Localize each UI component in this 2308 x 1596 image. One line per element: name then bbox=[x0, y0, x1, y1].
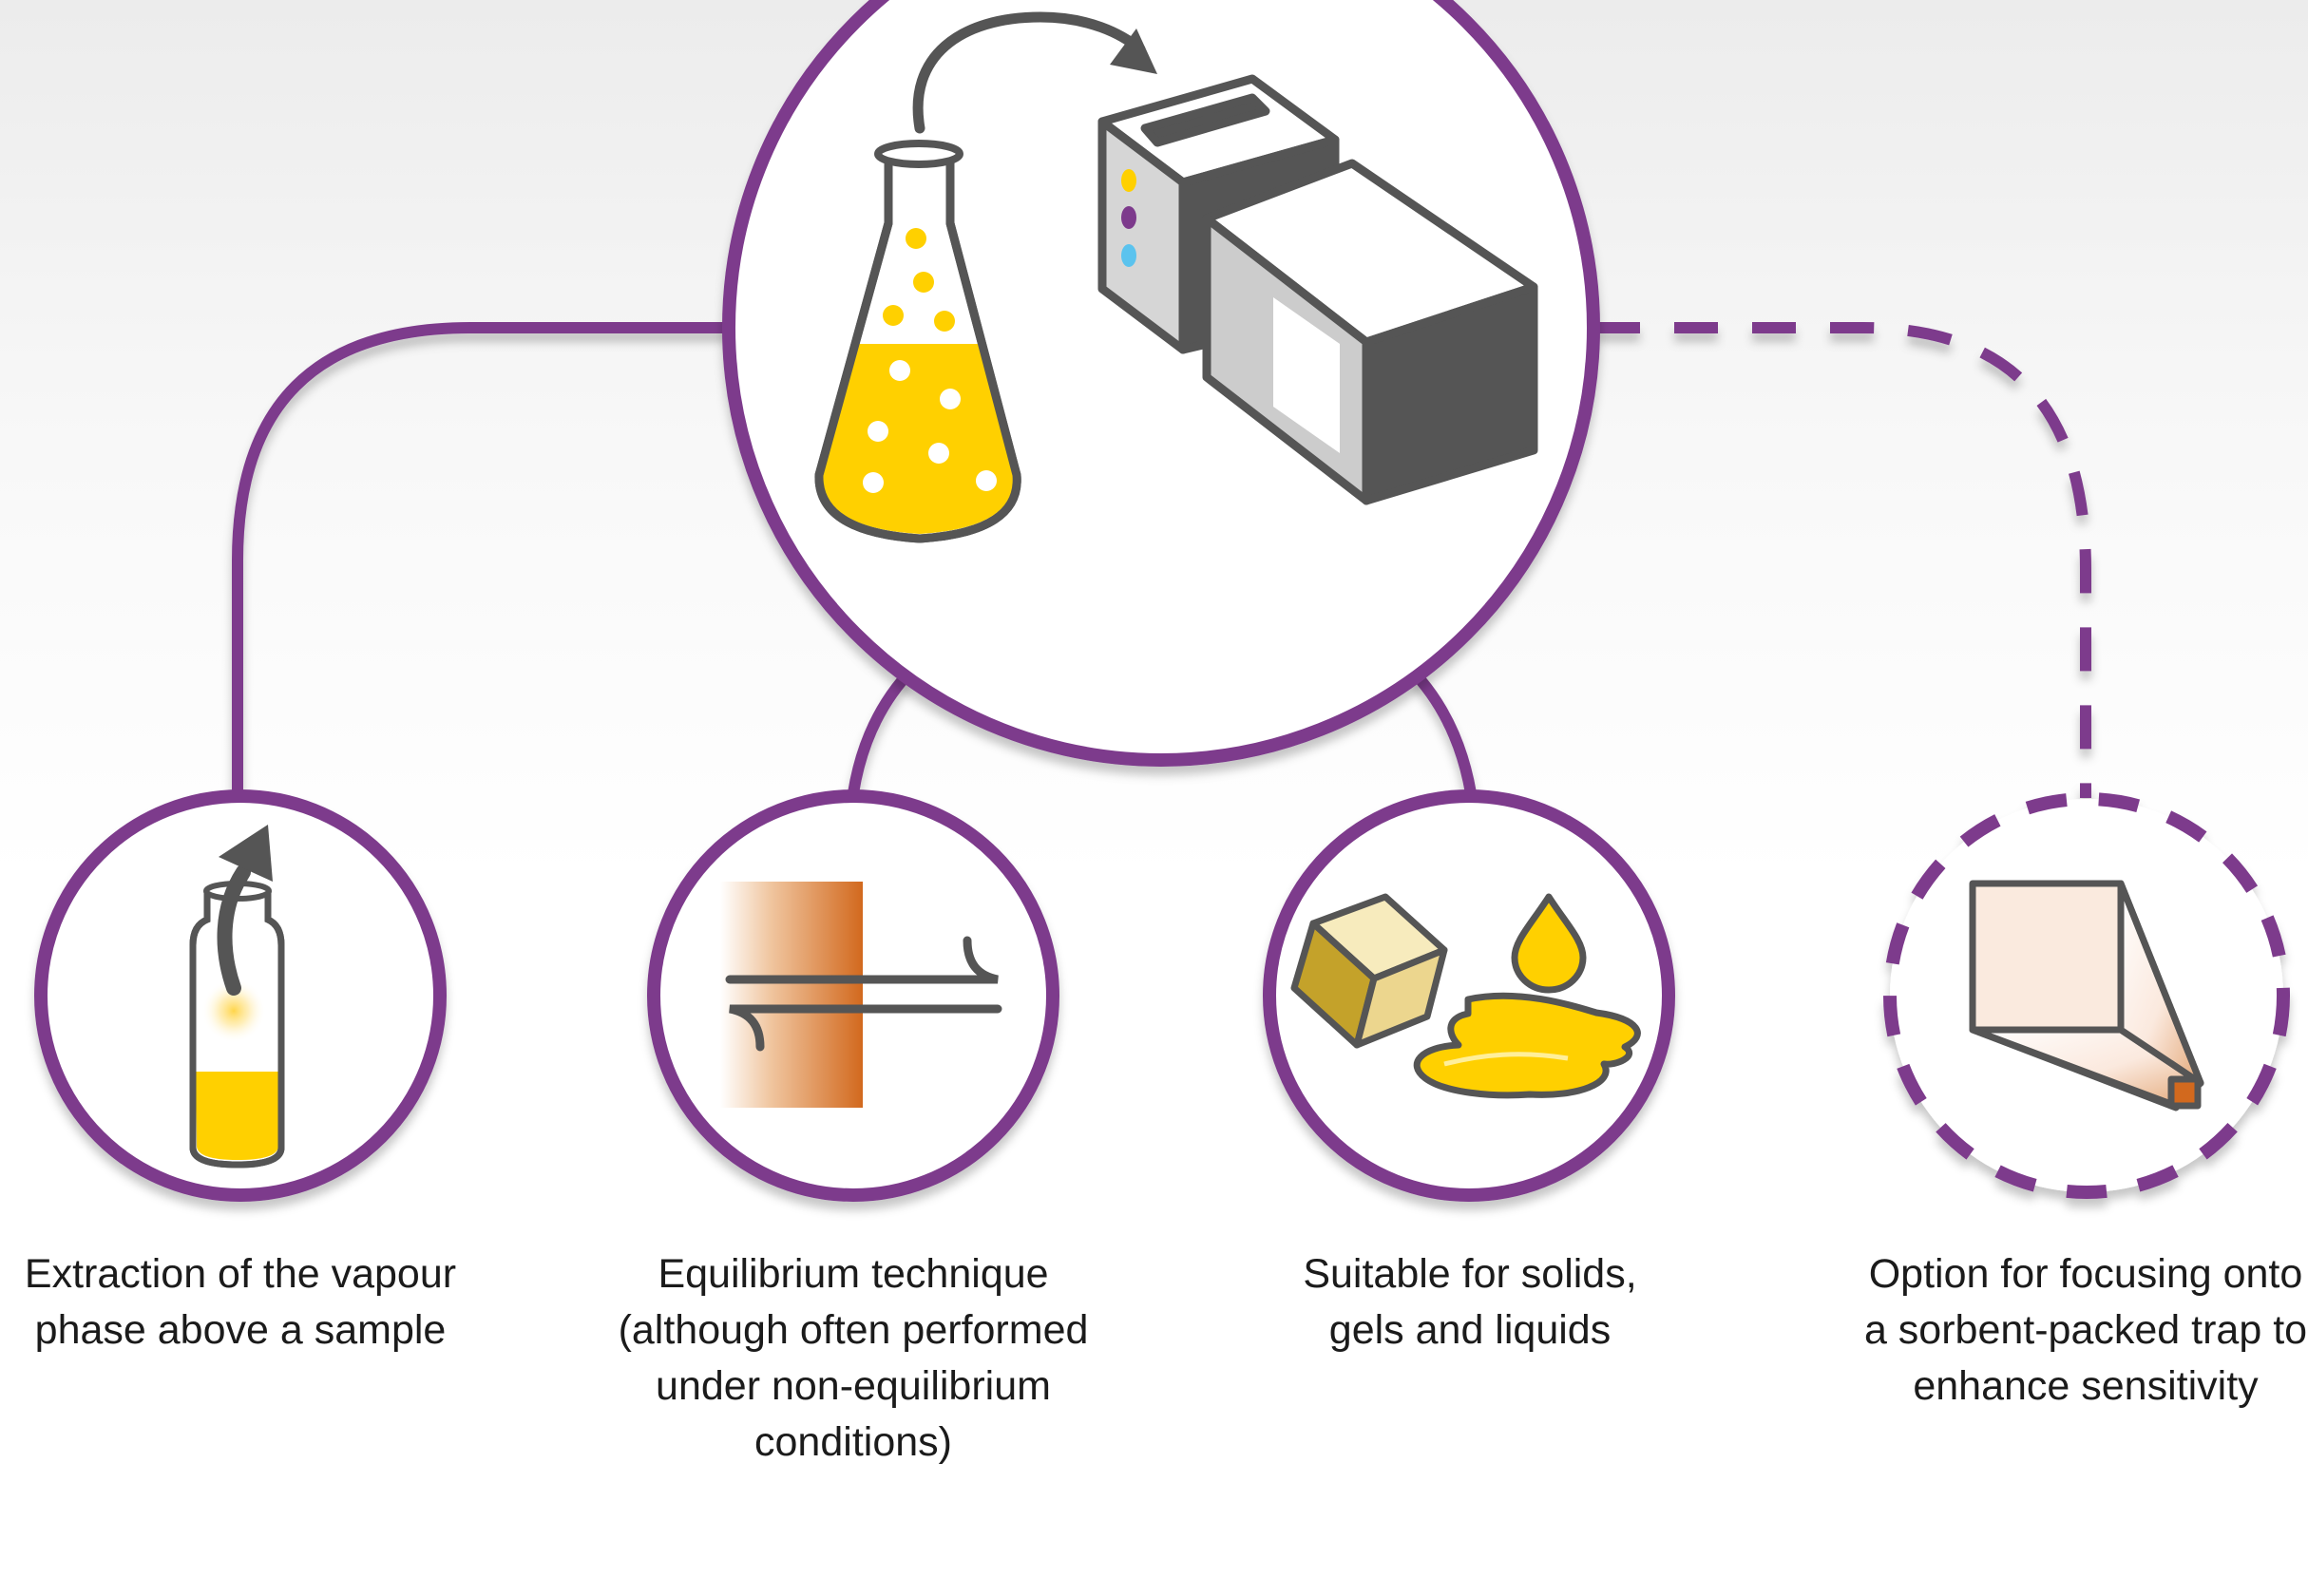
caption-trap-line-3: enhance sensitivity bbox=[1913, 1363, 2259, 1409]
caption-trap: Option for focusing onto a sorbent-packe… bbox=[1791, 1246, 2308, 1415]
connector-samples bbox=[1411, 670, 1477, 795]
caption-trap-line-1: Option for focusing onto bbox=[1868, 1251, 2303, 1297]
node-vapour bbox=[34, 789, 447, 1202]
node-equilibrium bbox=[647, 789, 1059, 1202]
connector-vapour bbox=[232, 322, 741, 793]
flask-icon bbox=[814, 140, 1021, 543]
connector-trap-dashed bbox=[1596, 322, 2091, 798]
hub-circle bbox=[722, 0, 1600, 767]
caption-vapour-line-1: Extraction of the vapour bbox=[24, 1251, 457, 1297]
node-samples bbox=[1263, 789, 1675, 1202]
transfer-arrow-icon bbox=[912, 11, 1157, 134]
caption-equilibrium: Equilibrium technique (although often pe… bbox=[559, 1246, 1148, 1471]
caption-equilibrium-line-1: Equilibrium technique bbox=[658, 1251, 1049, 1297]
instrument-icon bbox=[1097, 74, 1538, 505]
connector-lines bbox=[232, 322, 2091, 798]
caption-vapour-line-2: phase above a sample bbox=[34, 1307, 447, 1353]
vial-vapour-icon bbox=[189, 825, 285, 1168]
caption-equilibrium-line-3: under non-equilibrium bbox=[656, 1363, 1051, 1409]
caption-samples: Suitable for solids, gels and liquids bbox=[1175, 1246, 1764, 1358]
caption-equilibrium-line-4: conditions) bbox=[754, 1419, 952, 1465]
caption-samples-line-2: gels and liquids bbox=[1328, 1307, 1612, 1353]
node-trap bbox=[1883, 792, 2290, 1199]
connector-equilibrium bbox=[848, 670, 912, 794]
solid-liquid-icon bbox=[1290, 893, 1641, 1099]
caption-trap-line-2: a sorbent-packed trap to bbox=[1863, 1307, 2308, 1353]
caption-samples-line-1: Suitable for solids, bbox=[1303, 1251, 1637, 1297]
sorbent-trap-icon bbox=[1969, 880, 2204, 1112]
equilibrium-arrows-icon bbox=[720, 882, 1002, 1108]
caption-equilibrium-line-2: (although often performed bbox=[618, 1307, 1089, 1353]
caption-vapour: Extraction of the vapour phase above a s… bbox=[0, 1246, 535, 1358]
